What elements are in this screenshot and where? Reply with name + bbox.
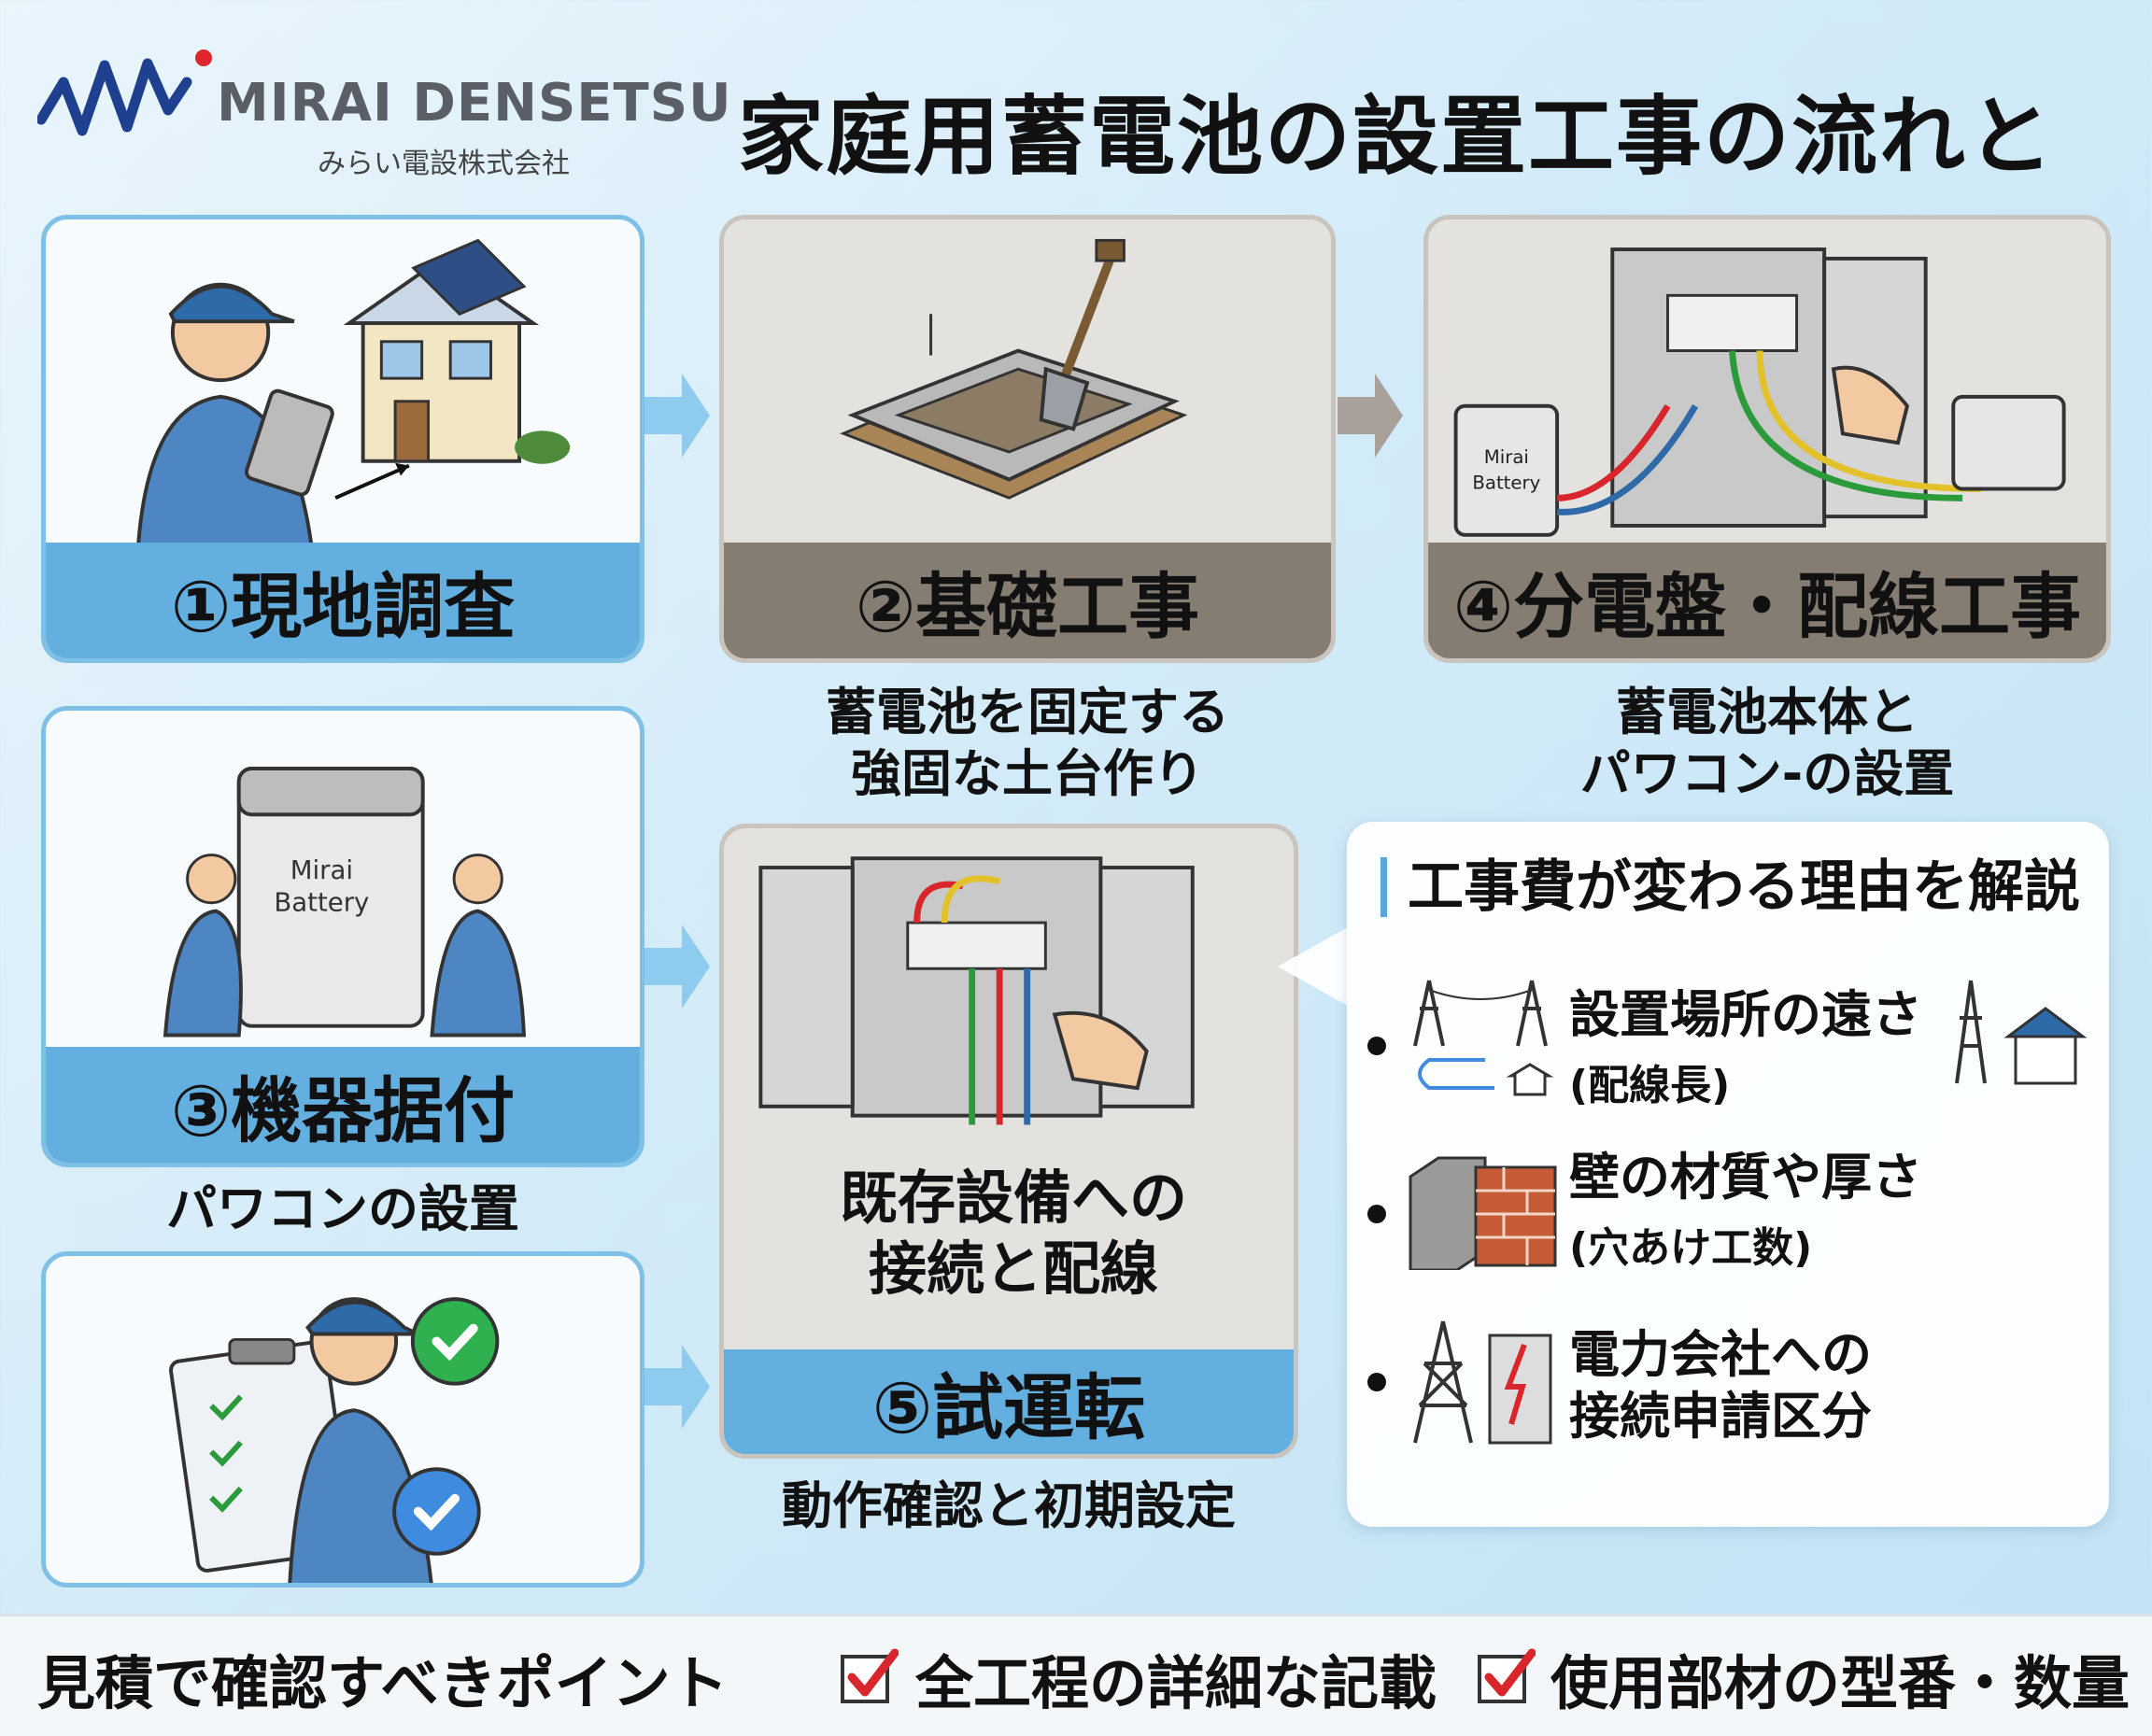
footer-label: 見積で確認すべきポイント (37, 1649, 729, 1717)
foundation-illustration-icon (840, 238, 1188, 500)
reason-line: 電力会社への (1569, 1325, 1872, 1384)
reason-distance: 設置場所の遠さ (1569, 985, 1922, 1044)
flow-arrow-icon (644, 1345, 710, 1429)
step-card-foundation: ②基礎工事 (719, 215, 1336, 663)
caption-line: 強固な土台作り (851, 744, 1204, 803)
step-card-wiring: Mirai Battery ④分電盤・配線工事 (1423, 215, 2111, 663)
caption-line: 蓄電池本体と (1616, 683, 1918, 741)
bullet-icon (1367, 1205, 1386, 1223)
step-caption-wiring: 蓄電池本体と パワコン-の設置 (1423, 682, 2111, 805)
bullet-icon (1367, 1373, 1386, 1391)
step-card-install: Mirai Battery ③機器据付 (41, 706, 644, 1167)
logo-name: MIRAI DENSETSU (217, 73, 732, 134)
survey-illustration-icon (135, 238, 571, 556)
step-card-test: 既存設備への 接続と配線 ⑤試運転 (719, 824, 1298, 1459)
caption-line: 動作確認と初期設定 (782, 1476, 1236, 1535)
inner-line: 接続と配線 (868, 1235, 1158, 1303)
house-tower-icon (1955, 980, 2088, 1085)
step-inner-text-test: 既存設備への 接続と配線 (724, 1163, 1294, 1305)
caption-line: パワコンの設置 (166, 1179, 519, 1238)
caption-line: パワコン-の設置 (1579, 744, 1955, 803)
checklist-illustration-icon (169, 1297, 500, 1583)
battery-label: Battery (274, 888, 369, 918)
step-label-wiring: ④分電盤・配線工事 (1428, 543, 2106, 658)
reason-line: 接続申請区分 (1569, 1387, 1872, 1446)
battery-label: Mirai (290, 855, 353, 885)
inner-line: 既存設備への (839, 1164, 1187, 1232)
footer-bar (0, 1614, 2152, 1736)
step-caption-install: パワコンの設置 (41, 1179, 644, 1240)
step-card-checklist (41, 1251, 644, 1588)
battery-label: Mirai (1484, 446, 1529, 468)
wall-material-icon (1409, 1156, 1557, 1270)
step-caption-test: 動作確認と初期設定 (719, 1475, 1298, 1537)
reason-wall: 壁の材質や厚さ (1569, 1148, 1922, 1207)
utility-application-icon (1413, 1320, 1552, 1445)
logo-subtitle: みらい電設株式会社 (318, 148, 570, 180)
step-label-survey: ①現地調査 (46, 543, 640, 658)
step-card-survey: ①現地調査 (41, 215, 644, 663)
reason-wall-note: (穴あけ工数) (1569, 1224, 1813, 1272)
reason-distance-note: (配線長) (1569, 1062, 1731, 1109)
flow-arrow-icon (644, 374, 710, 458)
step-caption-foundation: 蓄電池を固定する 強固な土台作り (719, 682, 1336, 805)
step-label-install: ③機器据付 (46, 1047, 640, 1163)
checkbox-checked-icon (1478, 1648, 1536, 1703)
install-illustration-icon: Mirai Battery (163, 767, 527, 1037)
flow-arrow-icon (644, 924, 710, 1009)
test-panel-illustration-icon (758, 856, 1195, 1125)
panel-title: 工事費が変わる理由を解説 (1380, 857, 2080, 917)
page-title: 家庭用蓄電池の設置工事の流れと (738, 87, 2056, 187)
caption-line: 蓄電池を固定する (826, 683, 1229, 741)
power-line-icon (1413, 980, 1554, 1096)
bullet-icon (1367, 1037, 1386, 1055)
flow-arrow-icon (1338, 374, 1403, 458)
battery-label: Battery (1472, 473, 1540, 494)
logo-wave-icon (37, 49, 212, 136)
reason-utility: 電力会社への 接続申請区分 (1569, 1324, 1872, 1447)
speech-tail-icon (1278, 924, 1352, 1009)
wiring-illustration-icon: Mirai Battery (1453, 247, 2066, 537)
checkbox-checked-icon (841, 1648, 899, 1703)
footer-item: 全工程の詳細な記載 (915, 1649, 1437, 1717)
footer-item: 使用部材の型番・数量 (1550, 1649, 2131, 1717)
step-label-test: ⑤試運転 (724, 1349, 1294, 1454)
step-label-foundation: ②基礎工事 (724, 543, 1331, 658)
